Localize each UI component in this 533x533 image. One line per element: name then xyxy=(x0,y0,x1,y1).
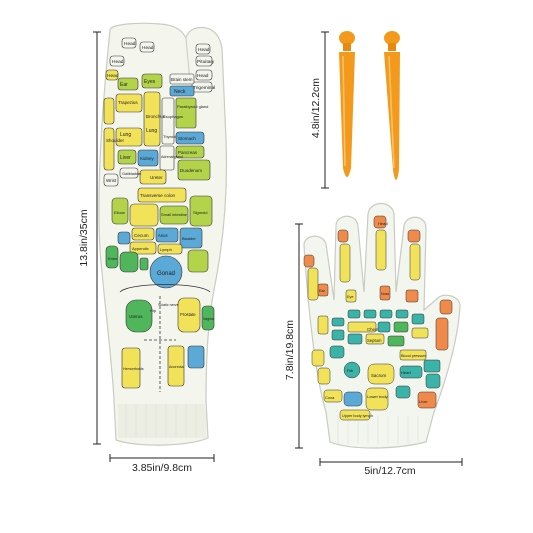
sock-label-liver: Liver xyxy=(120,155,131,161)
sock-label-head: Head xyxy=(107,73,119,79)
sock-label-parathyroid: Parathyroid gland xyxy=(177,104,208,109)
sock-label-knee: Knee xyxy=(108,256,118,261)
sock-label-gallbladder: Gallbladder xyxy=(122,172,142,176)
sock-label-pituitary: Pituitary xyxy=(197,59,215,65)
glove-label-lower-body: Lower body xyxy=(367,394,388,399)
sock-label-lung: Lung xyxy=(146,128,157,134)
sock-label-lymph: Lymph xyxy=(160,247,172,252)
glove-width-label: 5in/12.7cm xyxy=(364,465,416,477)
sock-label-head: Head xyxy=(124,41,136,47)
sock-label-elbow: Elbow xyxy=(114,210,125,215)
stick-length-label: 4.8in/12.2cm xyxy=(310,77,322,139)
stick-length-dimension xyxy=(321,31,329,189)
glove-label-blood-pressure: Blood pressure xyxy=(401,354,427,358)
sock-label-trapezius: Trapezius xyxy=(118,100,138,105)
glove-label-coxa: Coxa xyxy=(325,395,335,400)
sock-label-wrist: Wrist xyxy=(106,178,117,183)
glove-label-eye: Eye xyxy=(347,295,354,299)
glove-label-ear: Ear xyxy=(319,289,326,293)
sock-label-duodenum: Duodenum xyxy=(180,168,202,173)
sock-label-cecum: Cecum xyxy=(134,233,149,238)
glove-label-septum: Septum xyxy=(367,338,382,343)
glove-label-liver: Liver xyxy=(419,399,428,404)
sock-label-brain-stem: Brain stem xyxy=(171,77,193,82)
sock-label-prostate: Prostate xyxy=(180,312,196,317)
sock-label-eyes: Eyes xyxy=(144,79,156,85)
glove-height-label: 7.8in/19.8cm xyxy=(284,319,296,381)
sock-label-sciatic: Sciatic nerve xyxy=(158,303,179,307)
sock-width-label: 3.85in/9.8cm xyxy=(131,462,193,474)
glove-label-upper-body: Upper body lymph xyxy=(342,414,373,418)
sock-label-ear: Ear xyxy=(120,82,128,88)
massage-stick-right xyxy=(384,31,400,180)
sock-label-bronchus: Bronchus xyxy=(146,114,166,119)
glove-label-chest: Chest xyxy=(367,327,379,332)
sock-label-bladder: Bladder xyxy=(182,236,196,241)
glove-label-head: Head xyxy=(378,221,388,226)
sock-label-anorectal: Anorectal xyxy=(169,365,184,369)
sock-height-dimension xyxy=(93,31,101,445)
reflexology-sock: Head Head Head Head Pituitary Head Head … xyxy=(98,22,228,446)
sock-label-uterus: Uterus xyxy=(129,314,143,319)
sock-label-shoulder: Shoulder xyxy=(106,138,125,143)
sock-label-transverse-colon: Transverse colon xyxy=(140,193,176,198)
sock-label-sigmoid: Sigmoid xyxy=(193,210,207,215)
sock-label-hip: Hip xyxy=(150,308,157,313)
sock-label-head: Head xyxy=(197,73,209,79)
glove-label-nose: Nose xyxy=(381,292,389,296)
sock-label-trigeminal: Trigeminal xyxy=(193,85,215,91)
sock-label-pancreas: Pancreas xyxy=(178,150,198,155)
sock-label-head: Head xyxy=(112,59,124,65)
glove-label-heart: Heart xyxy=(401,370,412,375)
sock-label-head: Head xyxy=(198,47,210,53)
sock-label-vagina: Vagina xyxy=(203,317,214,321)
glove-height-dimension xyxy=(295,223,303,449)
glove-label-sacrum: Sacrum xyxy=(371,373,386,378)
sock-label-hemorrhoids: Hemorrhoids xyxy=(123,367,144,371)
sock-label-appendix: Appendix xyxy=(132,246,149,251)
sock-label-small-intestine: Small intestine xyxy=(161,212,188,217)
sock-label-kidney: Kidney xyxy=(140,156,155,161)
massage-sticks xyxy=(339,31,400,180)
sock-label-esophagus: Esophagus xyxy=(163,114,183,119)
sock-label-ureter: Ureter xyxy=(150,175,163,180)
glove-width-dimension xyxy=(319,458,463,466)
sock-label-neck: Neck xyxy=(174,89,186,95)
sock-height-label: 13.8in/35cm xyxy=(78,209,90,267)
reflexology-glove: Head Ear Eye Nose Chest Septum Blood pre… xyxy=(303,202,461,449)
sock-label-stomach: Stomach xyxy=(178,136,196,141)
sock-width-dimension xyxy=(109,454,215,462)
glove-label-rib: Rib xyxy=(347,368,354,373)
sock-label-adrenal: Adrenal gland xyxy=(161,155,183,159)
sock-label-gonad: Gonad xyxy=(157,271,175,277)
massage-stick-left xyxy=(339,31,355,177)
sock-label-anus: Anus xyxy=(158,233,168,238)
sock-label-head: Head xyxy=(142,45,154,51)
sock-label-lung: Lung xyxy=(120,132,131,138)
sock-label-thyroid: Thyroid xyxy=(163,134,176,139)
